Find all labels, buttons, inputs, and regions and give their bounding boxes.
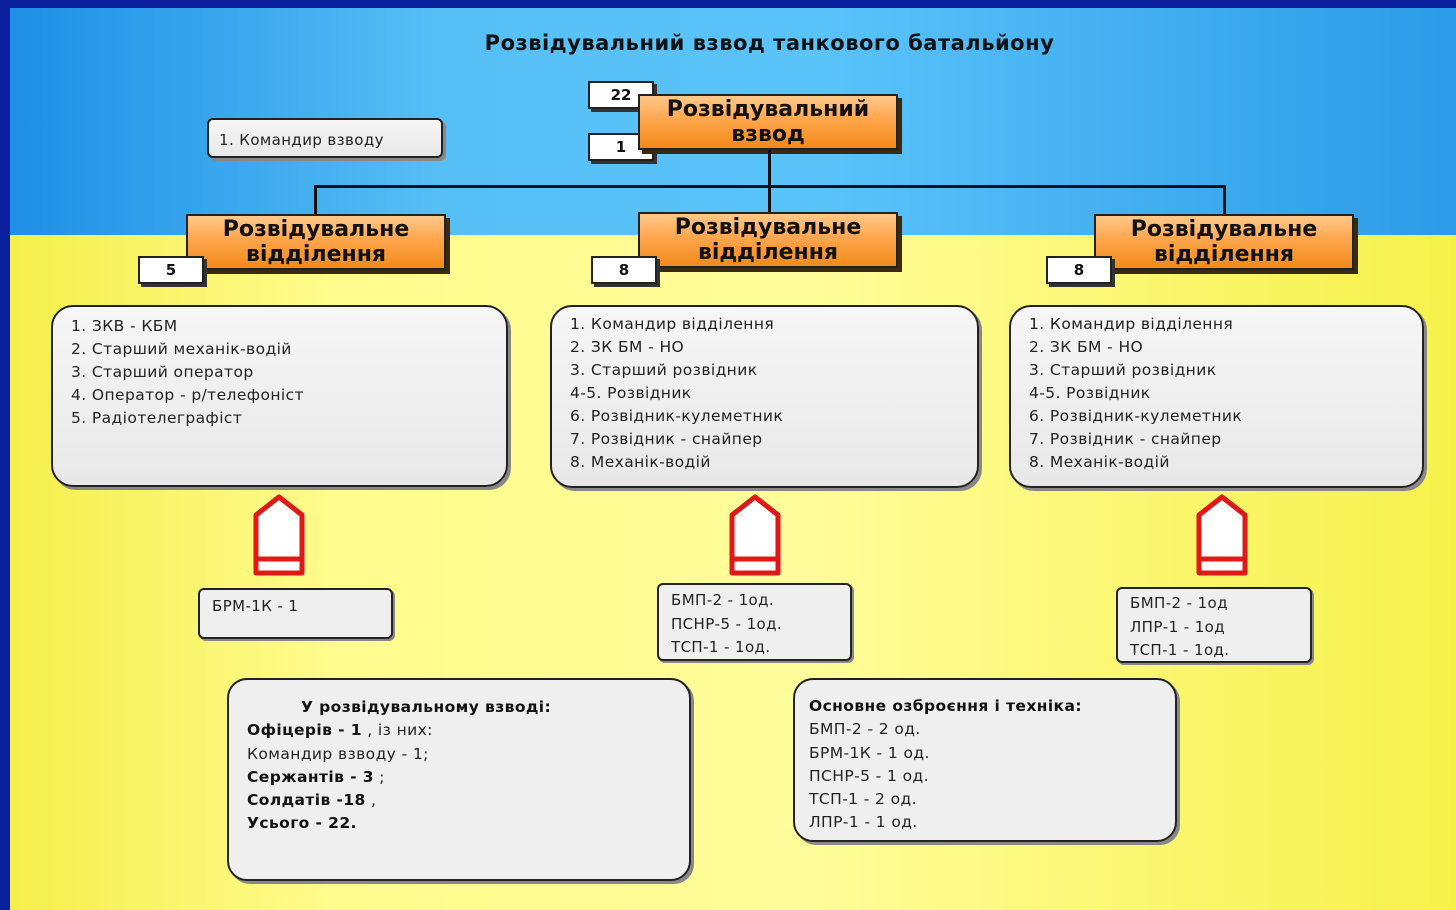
total-count: Усього - 22. <box>247 814 357 833</box>
list-item: 4-5. Розвідник <box>570 384 692 402</box>
officers-count: Офіцерів - 1 <box>247 721 362 740</box>
list-item: 6. Розвідник-кулеметник <box>570 407 784 425</box>
squad-1-count: 5 <box>138 256 204 284</box>
list-item: 4. Оператор - р/телефоніст <box>71 386 304 404</box>
squad-3-equipment: БМП-2 - 1од ЛПР-1 - 1од ТСП-1 - 1од. <box>1116 587 1312 663</box>
squad-1-equipment: БРМ-1К - 1 <box>198 588 393 639</box>
platoon-name-line1: Розвідувальний <box>666 97 870 122</box>
sergeants-note: ; <box>373 767 385 786</box>
list-item: 8. Механік-водій <box>570 453 711 471</box>
connector-left <box>314 185 317 214</box>
list-item: ЛПР-1 - 1од <box>1130 617 1226 636</box>
rank-chevron-icon <box>1196 494 1248 576</box>
list-item: ПСНР-5 - 1од. <box>671 614 783 633</box>
squad-2-equipment: БМП-2 - 1од. ПСНР-5 - 1од. ТСП-1 - 1од. <box>657 583 852 661</box>
commander-note-text: 1. Командир взводу <box>219 131 384 149</box>
squad-3-name-line1: Розвідувальне <box>1130 217 1318 242</box>
list-item: ТСП-1 - 1од. <box>1130 641 1230 659</box>
list-item: 1. ЗКВ - КБМ <box>71 317 178 335</box>
squad-3-members: 1. Командир відділення 2. ЗК БМ - НО 3. … <box>1009 305 1424 488</box>
list-item: 6. Розвідник-кулеметник <box>1029 407 1243 425</box>
list-item: 3. Старший розвідник <box>570 361 758 379</box>
list-item: 5. Радіотелеграфіст <box>71 409 243 427</box>
list-item: БМП-2 - 2 од. <box>809 720 921 739</box>
list-item: 8. Механік-водій <box>1029 453 1170 471</box>
rank-chevron-icon <box>729 494 781 576</box>
personnel-summary-heading: У розвідувальному взводі: <box>301 698 552 716</box>
list-item: 3. Старший розвідник <box>1029 361 1217 379</box>
list-item: 2. Старший механік-водій <box>71 340 292 358</box>
squad-2-members: 1. Командир відділення 2. ЗК БМ - НО 3. … <box>550 305 979 488</box>
officers-note: , із них: <box>361 721 433 740</box>
page-title: Розвідувальний взвод танкового батальйон… <box>484 31 1055 55</box>
list-item: ЛПР-1 - 1 од. <box>809 813 918 832</box>
soldiers-note: , <box>365 791 377 810</box>
list-item: 1. Командир відділення <box>1029 315 1234 333</box>
squad-3-count: 8 <box>1046 256 1112 284</box>
list-item: 3. Старший оператор <box>71 363 254 381</box>
list-item: 1. Командир відділення <box>570 315 775 333</box>
list-item: БМП-2 - 1од <box>1130 594 1228 612</box>
commander-note: 1. Командир взводу <box>207 118 443 158</box>
squad-2-name-line2: відділення <box>697 240 839 265</box>
list-item: 2. ЗК БМ - НО <box>1029 338 1144 356</box>
list-item: ПСНР-5 - 1 од. <box>809 766 929 785</box>
commander-count: Командир взводу - 1; <box>247 744 429 763</box>
platoon-name-line2: взвод <box>731 122 805 147</box>
soldiers-count: Солдатів -18 <box>247 791 366 810</box>
squad-1-name-line2: відділення <box>245 242 387 267</box>
list-item: 7. Розвідник - снайпер <box>570 430 763 448</box>
list-item: ТСП-1 - 1од. <box>671 638 771 656</box>
squad-1-name-line1: Розвідувальне <box>222 217 410 242</box>
rank-chevron-icon <box>253 494 305 576</box>
equipment-summary-heading: Основне озброєння і техніка: <box>809 697 1082 715</box>
equipment-summary: Основне озброєння і техніка: БМП-2 - 2 о… <box>793 678 1177 842</box>
list-item: 2. ЗК БМ - НО <box>570 338 685 356</box>
connector-vertical-main <box>768 150 771 214</box>
squad-2-name-line1: Розвідувальне <box>674 215 862 240</box>
list-item: ТСП-1 - 2 од. <box>809 790 917 809</box>
list-item: 7. Розвідник - снайпер <box>1029 430 1222 448</box>
list-item: БРМ-1К - 1 <box>212 597 299 615</box>
list-item: 4-5. Розвідник <box>1029 384 1151 402</box>
connector-horizontal <box>314 185 1226 188</box>
squad-1-members: 1. ЗКВ - КБМ 2. Старший механік-водій 3.… <box>51 305 508 487</box>
personnel-summary: У розвідувальному взводі: Офіцерів - 1 ,… <box>227 678 691 881</box>
sergeants-count: Сержантів - 3 <box>247 767 374 786</box>
list-item: БМП-2 - 1од. <box>671 591 775 609</box>
connector-right <box>1223 185 1226 214</box>
squad-3-name-line2: відділення <box>1153 242 1295 267</box>
squad-2-count: 8 <box>591 256 657 284</box>
list-item: БРМ-1К - 1 од. <box>809 743 930 762</box>
